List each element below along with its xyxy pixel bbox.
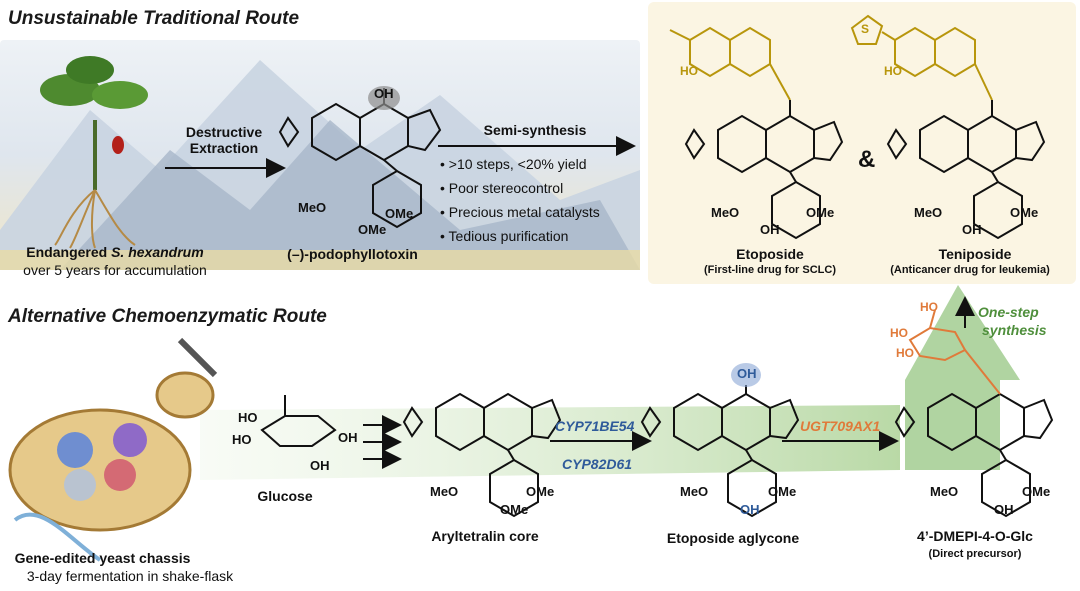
atom-label: OH xyxy=(338,430,358,445)
atom-label: HO xyxy=(232,432,252,447)
atom-label: MeO xyxy=(930,484,959,499)
dmepi-glucose xyxy=(908,309,1001,395)
plant-illustration xyxy=(40,56,148,249)
atom-label: S xyxy=(861,22,870,36)
teniposide-sub: (Anticancer drug for leukemia) xyxy=(890,264,1050,276)
one-step-label-1: One-step xyxy=(978,304,1039,320)
enzyme-cyp82: CYP82D61 xyxy=(562,456,633,472)
podophyllotoxin-hl xyxy=(368,86,400,110)
glucose-label: Glucose xyxy=(257,488,313,504)
enzyme-cyp71: CYP71BE54 xyxy=(555,418,635,434)
atom-label: HO xyxy=(238,410,258,425)
aglycone-structure xyxy=(640,385,800,518)
aglycone-label: Etoposide aglycone xyxy=(666,530,800,546)
etoposide-sub: (First-line drug for SCLC) xyxy=(704,264,836,276)
bullet-item: • Tedious purification xyxy=(440,228,569,244)
glucose-structure xyxy=(260,395,337,447)
atom-label: MeO xyxy=(914,205,943,220)
atom-label: OMe xyxy=(1022,484,1051,499)
bullet-item: • >10 steps, <20% yield xyxy=(440,156,587,172)
atom-label: HO xyxy=(920,300,938,314)
atom-label: OMe xyxy=(526,484,555,499)
atom-label: OH xyxy=(994,502,1014,517)
plant-sub: over 5 years for accumulation xyxy=(23,262,207,278)
atom-label: OMe xyxy=(358,222,387,237)
dmepi-structure xyxy=(894,392,1054,518)
atom-label: MeO xyxy=(711,205,740,220)
atom-label: HO xyxy=(896,346,914,360)
semi-synthesis-label: Semi-synthesis xyxy=(483,122,587,138)
podophyllotoxin-label: (–)-podophyllotoxin xyxy=(287,246,418,262)
teniposide-label: Teniposide xyxy=(938,246,1012,262)
atom-label: OMe xyxy=(806,205,835,220)
yeast-illustration xyxy=(8,337,218,562)
atom-label: HO xyxy=(890,326,908,340)
yeast-sub: 3-day fermentation in shake-flask xyxy=(26,568,234,584)
atom-label: MeO xyxy=(298,200,327,215)
semi-bullets: • >10 steps, <20% yield • Poor stereocon… xyxy=(440,152,600,248)
atom-label: OH xyxy=(740,502,760,517)
enzyme-ugt: UGT709AX1 xyxy=(800,418,881,434)
yeast-label: Gene-edited yeast chassis xyxy=(14,550,191,566)
atom-label: OH xyxy=(310,458,330,473)
atom-label: OH xyxy=(760,222,780,237)
atom-label: MeO xyxy=(430,484,459,499)
atom-label: OH xyxy=(737,366,757,381)
ampersand: & xyxy=(858,146,876,173)
aryltetralin-label: Aryltetralin core xyxy=(431,528,539,544)
atom-label: OMe xyxy=(500,502,529,517)
etoposide-label: Etoposide xyxy=(736,246,804,262)
atom-label: OH xyxy=(962,222,982,237)
bottom-section-title: Alternative Chemoenzymatic Route xyxy=(8,306,327,327)
bullet-item: • Poor stereocontrol xyxy=(440,180,564,196)
atom-label: OMe xyxy=(385,206,414,221)
plant-label: Endangered S. hexandrum xyxy=(26,244,204,260)
atom-label: HO xyxy=(884,64,902,78)
bullet-item: • Precious metal catalysts xyxy=(440,204,600,220)
teniposide-sugar xyxy=(850,14,993,101)
aryltetralin-structure xyxy=(402,392,562,518)
one-step-label-2: synthesis xyxy=(982,322,1047,338)
product-label: 4’-DMEPI-4-O-Glc xyxy=(917,528,1033,544)
atom-label: HO xyxy=(680,64,698,78)
top-section-title: Unsustainable Traditional Route xyxy=(8,8,300,29)
etoposide-sugar xyxy=(669,26,791,101)
product-sub: (Direct precursor) xyxy=(928,548,1022,560)
atom-label: OH xyxy=(374,86,394,101)
atom-label: OMe xyxy=(768,484,797,499)
drug-panel xyxy=(648,2,1076,284)
mountain-shapes xyxy=(0,60,640,270)
atom-label: OMe xyxy=(1010,205,1039,220)
atom-label: MeO xyxy=(680,484,709,499)
aglycone-oh-highlight xyxy=(731,363,761,387)
flow-band xyxy=(200,285,1020,480)
